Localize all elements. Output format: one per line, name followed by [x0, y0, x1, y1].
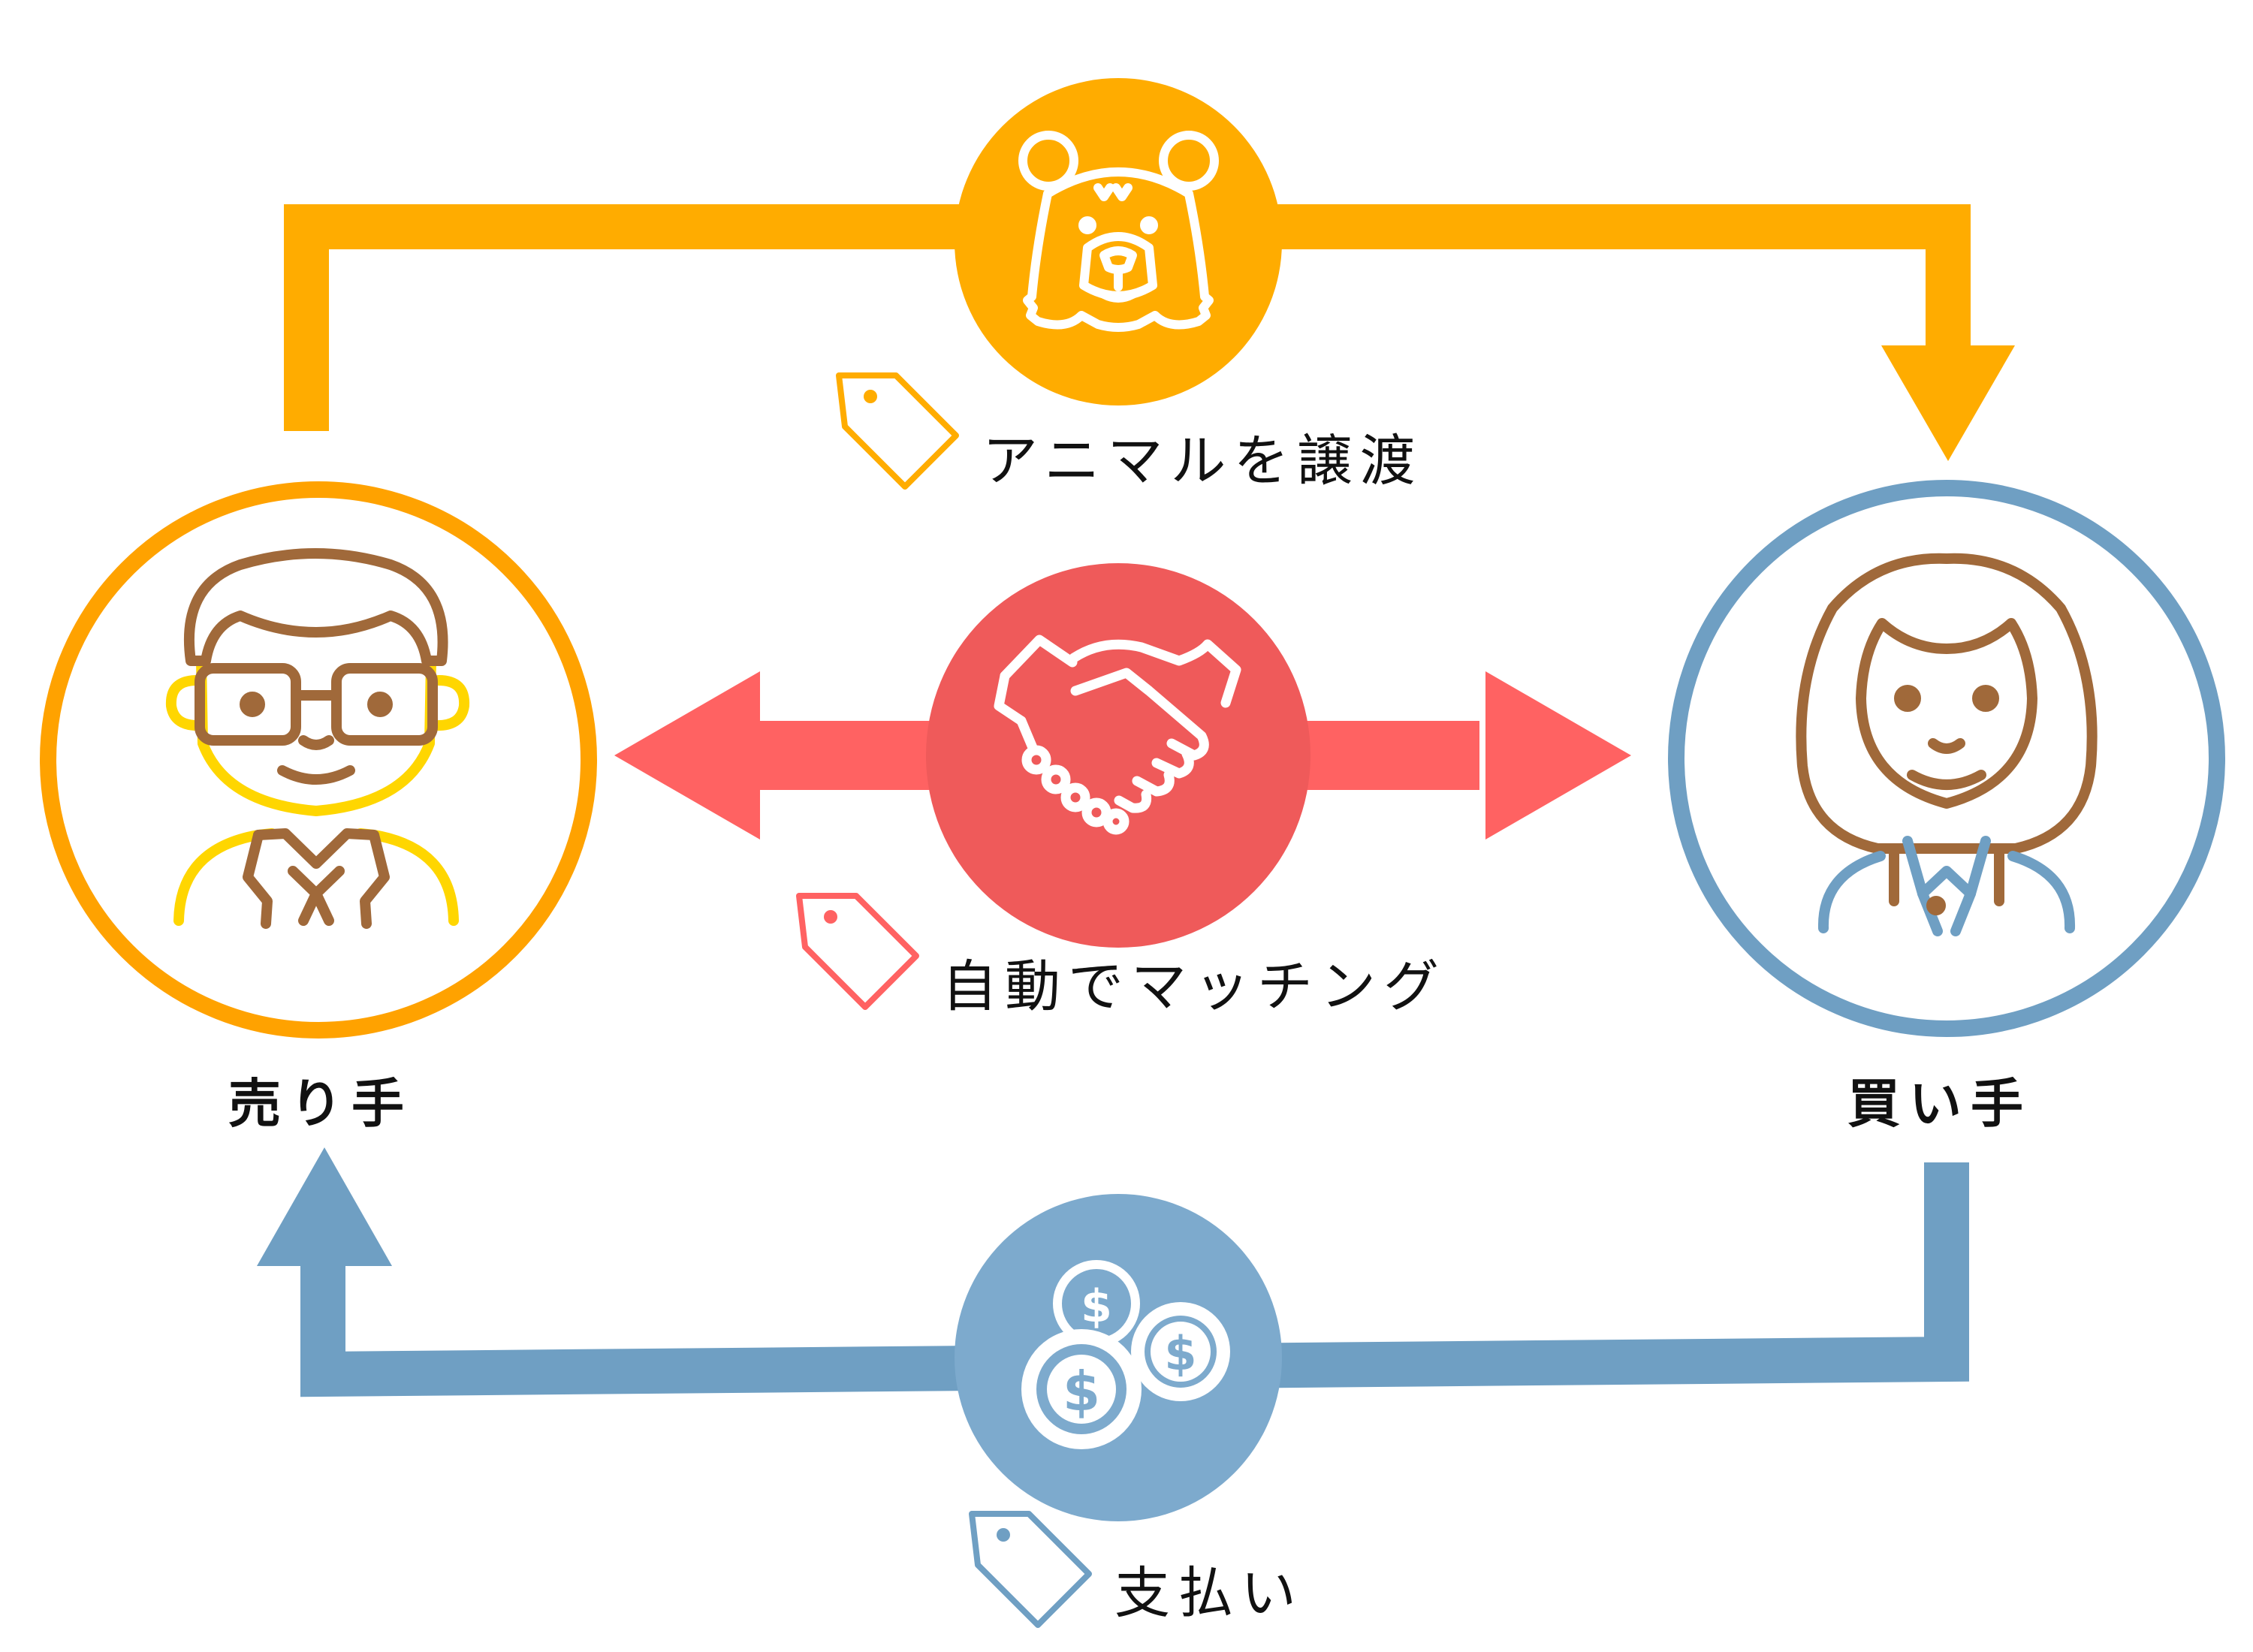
bear-icon	[1018, 131, 1219, 332]
matching-label: 自動でマッチング	[942, 954, 1446, 1019]
matching-price-tag-icon	[796, 893, 919, 1010]
woman-icon	[1796, 553, 2098, 936]
seller-label: 売り手	[228, 1073, 413, 1135]
buyer-label: 買い手	[1847, 1073, 2032, 1135]
payment-price-tag-icon	[969, 1511, 1092, 1628]
svg-text:$: $	[1081, 1280, 1112, 1333]
transfer-label: アニマルを譲渡	[982, 429, 1423, 493]
handshake-icon	[994, 635, 1241, 835]
coins-icon: $ $ $	[1021, 1260, 1230, 1449]
seller-node	[40, 481, 597, 1039]
payment-label: 支払い	[1114, 1561, 1304, 1626]
svg-text:$: $	[1063, 1360, 1100, 1423]
matching-circle	[926, 563, 1310, 948]
man-with-glasses-icon	[165, 548, 470, 929]
buyer-node	[1668, 480, 2225, 1037]
transfer-price-tag-icon	[836, 372, 959, 490]
svg-text:$: $	[1164, 1326, 1196, 1381]
